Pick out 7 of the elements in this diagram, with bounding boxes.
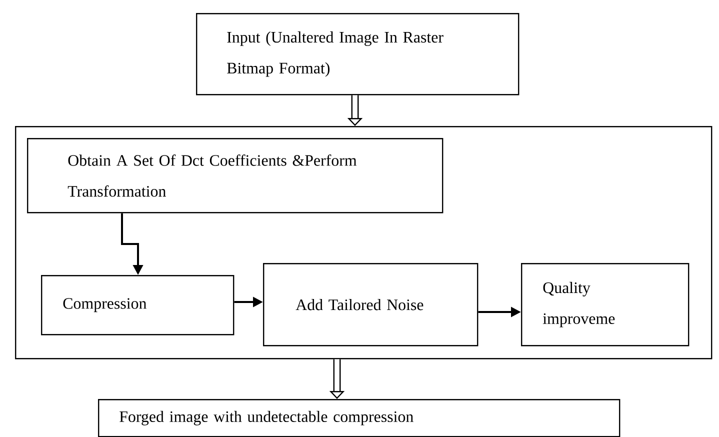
process-box: Forged image with undetectable compression xyxy=(98,398,620,437)
process-box: Obtain A Set Of Dct Coefficients &Perform Transformation xyxy=(27,138,444,214)
process-box: Input (Unaltered Image In Raster Bitmap Format) xyxy=(196,13,520,96)
process-box: Add Tailored Noise xyxy=(263,262,478,346)
process-box: Quality improveme xyxy=(521,262,690,346)
process-box: Compression xyxy=(41,274,234,336)
group-box xyxy=(15,126,712,360)
